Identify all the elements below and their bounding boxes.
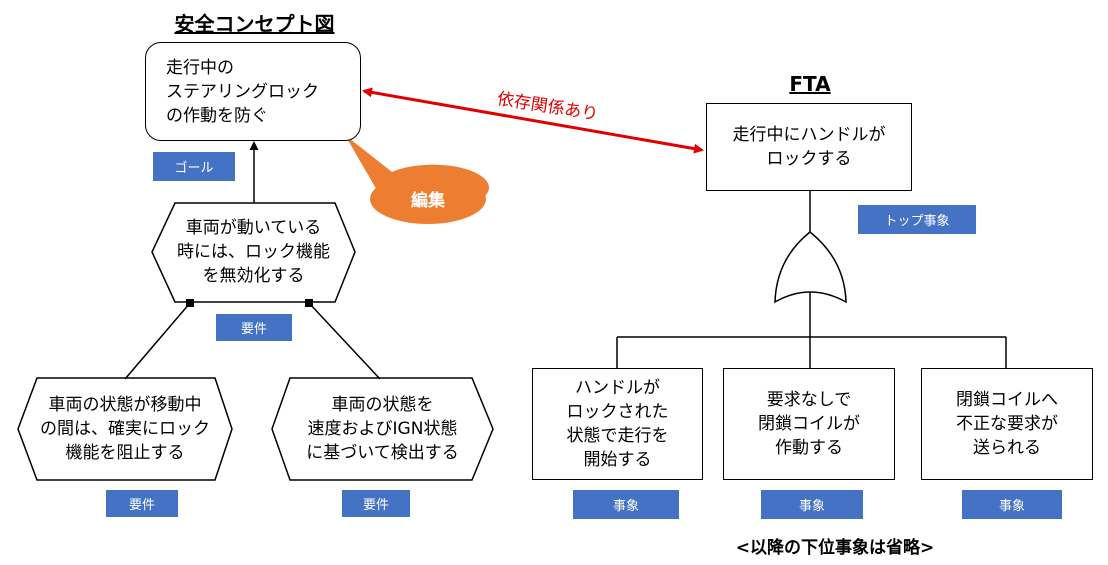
dependency-arrow: [362, 87, 704, 154]
top-event-line: ロックする: [766, 149, 852, 169]
callout-label: 編集: [411, 191, 445, 211]
event-tag-2: 事象: [761, 490, 863, 519]
req-left-line: 車両の状態が移動中: [48, 395, 202, 415]
event-line: 状態で走行を: [566, 426, 669, 446]
req-top-line: を無効化する: [202, 266, 305, 286]
event-line: 送られる: [973, 438, 1041, 458]
event-line: ハンドルが: [575, 378, 660, 398]
or-gate-icon: [774, 231, 847, 304]
goal-line: の作動を防ぐ: [166, 105, 268, 126]
connector-right-dot: [305, 299, 313, 307]
fta-event-box-1[interactable]: ハンドルが ロックされた 状態で走行を 開始する: [532, 368, 703, 480]
event-line: 要求なしで: [766, 390, 852, 410]
req-left-tag: 要件: [106, 490, 178, 517]
req-right-tag: 要件: [342, 490, 410, 517]
fta-title: FTA: [789, 72, 831, 96]
req-left-hexagon[interactable]: [17, 377, 233, 481]
fta-top-event-box[interactable]: 走行中にハンドルが ロックする: [706, 103, 912, 191]
top-event-tag: トップ事象: [858, 205, 976, 234]
event-line: 作動する: [775, 438, 843, 458]
fta-footnote: <以降の下位事象は省略>: [735, 538, 935, 558]
goal-box[interactable]: 走行中の ステアリングロック の作動を防ぐ: [145, 42, 361, 141]
event-tag-1: 事象: [573, 490, 679, 519]
req-right-hexagon[interactable]: [271, 377, 494, 481]
goal-line: ステアリングロック: [166, 81, 319, 102]
goal-tag: ゴール: [153, 152, 235, 181]
event-line: ロックされた: [566, 402, 669, 422]
top-event-line: 走行中にハンドルが: [732, 125, 886, 145]
connector-left: [124, 302, 191, 380]
req-top-line: 時には、ロック機能: [177, 242, 330, 262]
event-tag-3: 事象: [962, 490, 1062, 519]
req-right-line: 速度およびIGN状態: [307, 419, 458, 439]
req-top-line: 車両が動いている: [185, 218, 322, 238]
fta-event-box-2[interactable]: 要求なしで 閉鎖コイルが 作動する: [723, 368, 895, 480]
goal-line: 走行中の: [166, 57, 234, 78]
safety-concept-title: 安全コンセプト図: [174, 12, 335, 36]
req-right-line: 車両の状態を: [331, 395, 434, 415]
event-line: 閉鎖コイルへ: [956, 390, 1058, 410]
req-left-line: 機能を阻止する: [65, 443, 185, 463]
req-right-line: に基づいて検出する: [306, 443, 459, 463]
req-left-line: の間は、確実にロック: [40, 419, 210, 439]
event-line: 不正な要求が: [956, 414, 1058, 434]
connector-right: [308, 302, 381, 380]
req-left-text: 車両の状態が移動中 の間は、確実にロック 機能を阻止する: [18, 393, 232, 465]
event-line: 開始する: [583, 450, 652, 470]
event-line: 閉鎖コイルが: [758, 414, 860, 434]
connector-left-dot: [186, 299, 194, 307]
req-right-text: 車両の状態を 速度およびIGN状態 に基づいて検出する: [272, 393, 493, 465]
req-top-tag: 要件: [216, 314, 292, 341]
req-top-hexagon[interactable]: [151, 202, 356, 303]
fta-event-box-3[interactable]: 閉鎖コイルへ 不正な要求が 送られる: [921, 368, 1093, 480]
req-top-text: 車両が動いている 時には、ロック機能 を無効化する: [152, 216, 355, 288]
